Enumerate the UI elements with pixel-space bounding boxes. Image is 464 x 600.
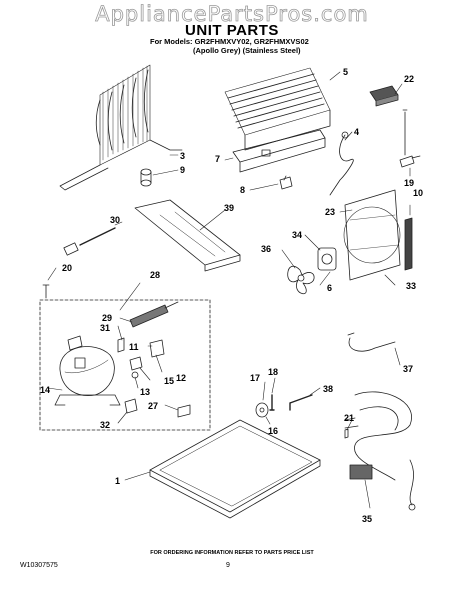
callout-33: 33 [406, 281, 416, 291]
compressor [54, 346, 121, 406]
callout-15: 15 [164, 376, 174, 386]
callout-18: 18 [268, 367, 278, 377]
callout-21: 21 [344, 413, 354, 423]
part-19-connector [399, 155, 421, 168]
callout-39: 39 [224, 203, 234, 213]
callout-13: 13 [140, 387, 150, 397]
base-frame [149, 419, 321, 519]
part-8-clip [279, 175, 293, 190]
callout-27: 27 [148, 401, 158, 411]
callout-35: 35 [362, 514, 372, 524]
callout-9: 9 [180, 165, 185, 175]
part-10-strip [404, 217, 413, 271]
callout-17: 17 [250, 373, 260, 383]
callout-8: 8 [240, 185, 245, 195]
callout-38: 38 [323, 384, 333, 394]
callout-14: 14 [40, 385, 50, 395]
watermark: AppliancePartsPros.com [95, 2, 369, 27]
drip-tray [232, 129, 326, 173]
parts-16-17-18-38 [255, 394, 313, 418]
callout-28: 28 [150, 270, 160, 280]
variants-line: (Apollo Grey) (Stainless Steel) [193, 46, 301, 55]
part-4-wire [329, 109, 408, 196]
callout-5: 5 [343, 67, 348, 77]
callout-10: 10 [413, 188, 423, 198]
fan-assembly [317, 189, 401, 281]
callout-36: 36 [261, 244, 271, 254]
callout-32: 32 [100, 420, 110, 430]
callout-29: 29 [102, 313, 112, 323]
part-21-screw [344, 428, 349, 439]
part-9-cylinder [140, 168, 152, 187]
callouts: 3 9 5 22 7 4 8 19 10 30 39 23 20 34 36 6… [40, 67, 423, 524]
callout-20: 20 [62, 263, 72, 273]
fan-blade [287, 265, 315, 294]
callout-4: 4 [354, 127, 359, 137]
part-37-tube [347, 332, 396, 352]
callout-1: 1 [115, 476, 120, 486]
leader-lines [47, 71, 411, 509]
compressor-kit-box [39, 299, 211, 431]
callout-3: 3 [180, 151, 185, 161]
callout-23: 23 [325, 207, 335, 217]
ordering-note: FOR ORDERING INFORMATION REFER TO PARTS … [150, 550, 314, 556]
tube-coil [224, 67, 331, 151]
callout-19: 19 [404, 178, 414, 188]
wiring-harness [344, 391, 416, 511]
part-29-relay [129, 301, 179, 328]
page-number: 9 [226, 562, 230, 569]
part-39-duct [134, 199, 241, 272]
callout-16: 16 [268, 426, 278, 436]
models-line: For Models: GR2FHMXVY02, GR2FHMXVS02 [150, 37, 309, 46]
compressor-small-parts [67, 335, 165, 379]
callout-11: 11 [129, 342, 139, 352]
part-30-cord [63, 227, 116, 256]
callout-22: 22 [404, 74, 414, 84]
callout-30: 30 [110, 215, 120, 225]
callout-12: 12 [176, 373, 186, 383]
parts-27-32 [124, 398, 191, 418]
part-20-pin [42, 284, 50, 299]
callout-31: 31 [100, 323, 110, 333]
callout-7: 7 [215, 154, 220, 164]
condenser-coil [59, 64, 183, 191]
part-22-cap [369, 85, 399, 107]
callout-37: 37 [403, 364, 413, 374]
callout-6: 6 [327, 283, 332, 293]
document-id: W10307575 [20, 562, 58, 569]
callout-34: 34 [292, 230, 302, 240]
page-title: UNIT PARTS [185, 22, 279, 39]
